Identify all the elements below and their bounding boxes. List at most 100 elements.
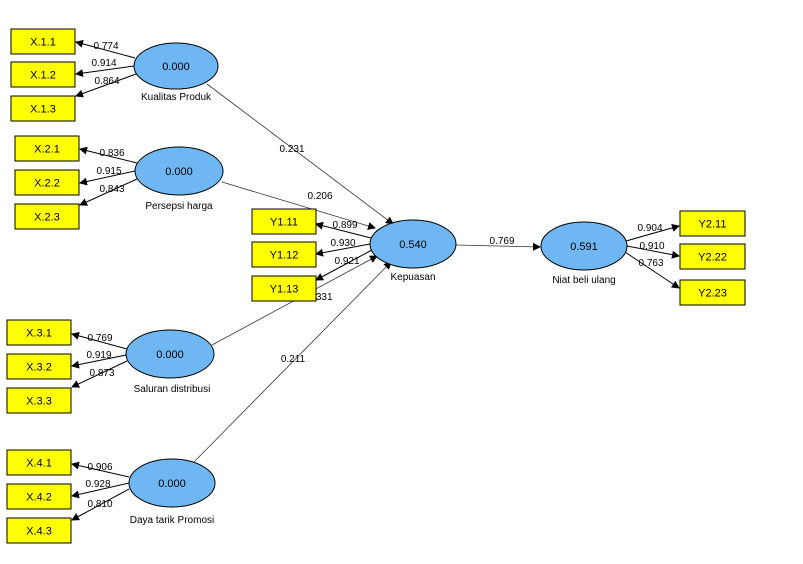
loading-arrow-x-4-2 [71, 482, 130, 499]
loading-arrow-x-1-1 [75, 39, 136, 59]
path-coefficient-daya-to-kepuasan: 0.211 [281, 354, 306, 365]
latent-ellipse [540, 221, 628, 271]
indicator-rect [14, 135, 80, 162]
indicator-rect [6, 319, 72, 346]
loading-value-x-3-2: 0.919 [86, 350, 111, 361]
indicator-box-x-4-3: X.4.3 [6, 517, 72, 544]
indicator-label: X.3.1 [26, 328, 52, 340]
loading-value-x-4-1: 0.906 [87, 462, 112, 473]
loading-value-y2-23: 0.763 [638, 258, 663, 269]
loading-value-y1-11: 0.899 [332, 220, 357, 231]
loading-value-x-1-3: 0.864 [94, 76, 119, 87]
indicator-rect [6, 483, 72, 510]
latent-name: Kepuasan [390, 272, 435, 283]
indicator-label: Y2.22 [698, 252, 727, 264]
latent-name: Niat beli ulang [552, 275, 615, 286]
loading-value-x-1-2: 0.914 [91, 58, 116, 69]
latent-ellipse [133, 42, 219, 90]
indicator-box-x-3-1: X.3.1 [6, 319, 72, 346]
indicator-label: Y1.13 [270, 284, 299, 296]
loading-arrow-y1-12 [315, 243, 371, 257]
loading-value-x-4-3: 0.810 [87, 499, 112, 510]
loading-value-y1-12: 0.930 [330, 238, 355, 249]
loading-arrow-x-2-3 [79, 178, 138, 206]
loading-value-x-3-1: 0.769 [87, 333, 112, 344]
loading-value-x-2-2: 0.915 [96, 166, 121, 177]
loading-value-y1-13: 0.921 [334, 256, 359, 267]
latent-r-square: 0.591 [570, 241, 598, 253]
latent-r-square: 0.000 [165, 166, 193, 178]
indicator-label: X.1.3 [30, 104, 56, 116]
indicator-label: X.3.3 [26, 396, 52, 408]
indicator-box-x-3-3: X.3.3 [6, 387, 72, 414]
loading-arrow-y2-11 [625, 224, 680, 242]
loading-arrow-x-2-1 [79, 146, 138, 164]
indicator-rect [251, 208, 317, 235]
indicator-box-y1-12: Y1.12 [251, 241, 317, 268]
latent-r-square: 0.000 [158, 478, 186, 490]
latent-r-square: 0.000 [162, 61, 190, 73]
indicator-rect [14, 203, 80, 230]
loading-arrow-x-4-3 [71, 488, 130, 521]
indicator-label: X.1.2 [30, 70, 56, 82]
loading-arrow-y2-22 [626, 245, 680, 259]
path-coefficient-kualitas-to-kepuasan: 0.231 [279, 144, 304, 155]
indicator-rect [679, 279, 746, 306]
latent-r-square: 0.540 [399, 239, 427, 251]
loading-arrow-x-3-2 [71, 354, 127, 369]
measurement-paths: 0.7740.9140.8640.8360.9150.8430.7690.919… [71, 39, 680, 521]
loading-arrow-x-1-2 [75, 65, 135, 78]
indicator-rect [679, 210, 746, 237]
indicator-label: Y2.11 [699, 219, 727, 231]
indicator-rect [251, 275, 317, 302]
indicator-box-x-2-2: X.2.2 [14, 169, 80, 196]
indicator-box-y2-22: Y2.22 [679, 243, 746, 270]
loading-value-x-3-3: 0.873 [89, 368, 114, 379]
indicator-label: X.2.2 [34, 178, 60, 190]
loading-value-x-2-1: 0.836 [99, 148, 124, 159]
path-coefficient-saluran-to-kepuasan: 0.331 [307, 292, 332, 303]
indicator-rect [10, 95, 76, 122]
loading-arrow-y1-11 [315, 221, 372, 239]
indicator-box-x-3-2: X.3.2 [6, 353, 72, 380]
latent-r-square: 0.000 [156, 349, 184, 361]
indicator-label: X.4.2 [26, 492, 52, 504]
latent-ellipse [125, 329, 215, 379]
loading-value-y2-11: 0.904 [637, 223, 662, 234]
indicator-box-x-1-1: X.1.1 [10, 28, 76, 55]
path-arrow-daya-to-kepuasan [191, 261, 392, 465]
indicator-label: X.2.1 [34, 144, 60, 156]
latent-name: Daya tarik Promosi [130, 515, 214, 526]
indicator-rect [6, 517, 72, 544]
indicator-rect [251, 241, 317, 268]
loading-value-y2-22: 0.910 [639, 241, 664, 252]
indicator-box-x-1-2: X.1.2 [10, 61, 76, 88]
path-arrow-kepuasan-to-niat [455, 242, 541, 251]
indicator-box-y2-11: Y2.11 [679, 210, 746, 237]
loading-arrow-x-2-2 [79, 170, 136, 186]
indicator-label: X.4.1 [26, 458, 52, 470]
latent-name: Saluran distribusi [134, 384, 211, 395]
latent-ellipse [369, 219, 457, 269]
indicator-label: X.1.1 [30, 37, 56, 49]
path-coefficient-persepsi-to-kepuasan: 0.206 [307, 191, 332, 202]
indicator-box-x-4-2: X.4.2 [6, 483, 72, 510]
indicator-label: X.2.3 [34, 212, 60, 224]
latent-name: Persepsi harga [145, 201, 213, 212]
path-coefficient-kepuasan-to-niat: 0.769 [489, 236, 514, 247]
loading-value-x-4-2: 0.928 [85, 479, 110, 490]
indicator-rect [14, 169, 80, 196]
indicator-rect [6, 387, 72, 414]
path-arrow-persepsi-to-kepuasan [221, 181, 376, 230]
indicator-box-x-2-1: X.2.1 [14, 135, 80, 162]
loading-arrow-x-3-1 [71, 331, 128, 350]
indicator-box-y2-23: Y2.23 [679, 279, 746, 306]
nodes: X.1.1X.1.2X.1.3X.2.1X.2.2X.2.3X.3.1X.3.2… [6, 28, 746, 544]
indicator-box-x-2-3: X.2.3 [14, 203, 80, 230]
indicator-rect [679, 243, 746, 270]
